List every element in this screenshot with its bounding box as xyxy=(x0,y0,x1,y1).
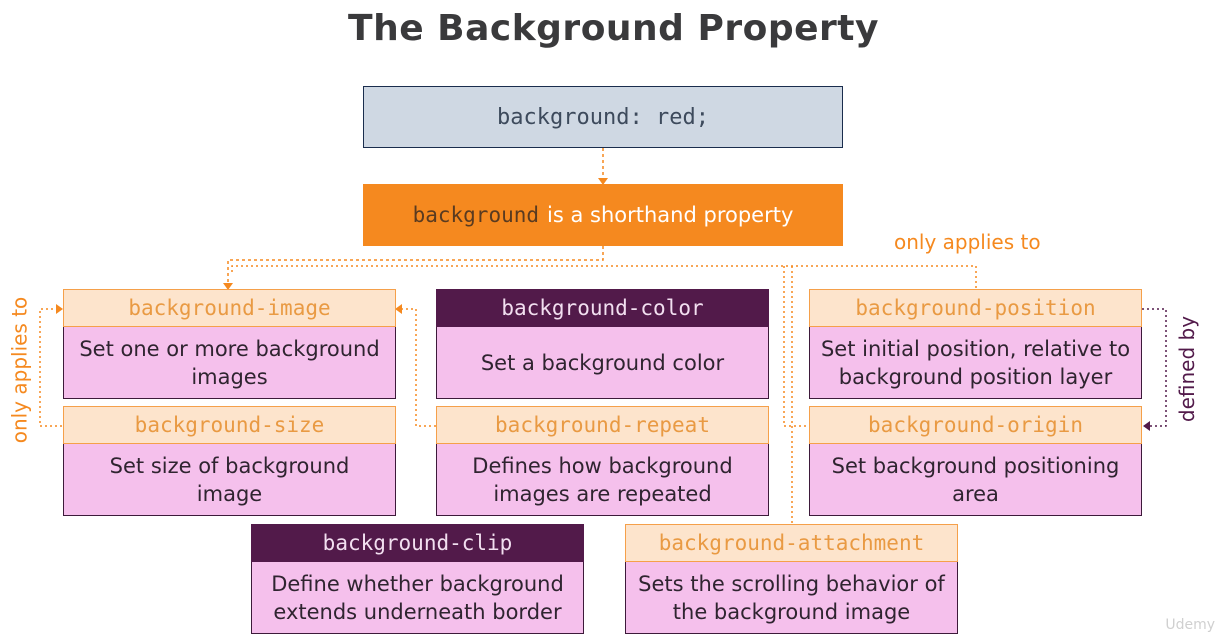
card-header: background-color xyxy=(436,289,769,327)
card-header: background-position xyxy=(809,289,1142,327)
arrowhead-origin xyxy=(1143,421,1150,431)
card-background-size: background-size Set size of background i… xyxy=(63,406,396,516)
card-background-image: background-image Set one or more backgro… xyxy=(63,289,396,399)
page-title: The Background Property xyxy=(348,8,879,49)
card-background-origin: background-origin Set background positio… xyxy=(809,406,1142,516)
card-body: Defines how background images are repeat… xyxy=(436,444,769,516)
shorthand-keyword: background xyxy=(412,203,540,227)
card-body: Define whether background extends undern… xyxy=(251,562,584,634)
connector-repeat-to-image xyxy=(400,308,436,427)
connector-to-origin xyxy=(783,266,808,427)
card-background-repeat: background-repeat Defines how background… xyxy=(436,406,769,516)
shorthand-banner: background is a shorthand property xyxy=(363,184,843,246)
card-header: background-attachment xyxy=(625,524,958,562)
card-header: background-origin xyxy=(809,406,1142,444)
card-header: background-clip xyxy=(251,524,584,562)
arrowhead-image xyxy=(223,283,233,290)
card-body: Set background positioning area xyxy=(809,444,1142,516)
shorthand-text: is a shorthand property xyxy=(547,203,794,227)
connector-position-applies xyxy=(231,265,977,288)
card-body: Set one or more background images xyxy=(63,327,396,399)
only-applies-to-left-label: only applies to xyxy=(7,296,32,444)
background-red-code: background: red; xyxy=(363,86,843,148)
udemy-watermark: Udemy xyxy=(1165,617,1215,633)
card-background-position: background-position Set initial position… xyxy=(809,289,1142,399)
card-body: Set size of background image xyxy=(63,444,396,516)
card-header: background-repeat xyxy=(436,406,769,444)
card-header: background-image xyxy=(63,289,396,327)
arrowhead-repeat-image xyxy=(395,304,402,314)
card-header: background-size xyxy=(63,406,396,444)
connector-size-to-image xyxy=(39,308,62,427)
card-body: Set initial position, relative to backgr… xyxy=(809,327,1142,399)
card-body: Sets the scrolling behavior of the backg… xyxy=(625,562,958,634)
card-background-clip: background-clip Define whether backgroun… xyxy=(251,524,584,634)
defined-by-label: defined by xyxy=(1175,315,1200,423)
connector-position-origin xyxy=(1142,308,1167,427)
card-body: Set a background color xyxy=(436,327,769,399)
card-background-attachment: background-attachment Sets the scrolling… xyxy=(625,524,958,634)
arrowhead-shorthand xyxy=(598,178,608,185)
only-applies-to-top-label: only applies to xyxy=(894,230,1041,254)
card-background-color: background-color Set a background color xyxy=(436,289,769,399)
arrowhead-size-image xyxy=(56,304,63,314)
connector-to-image xyxy=(227,246,604,286)
